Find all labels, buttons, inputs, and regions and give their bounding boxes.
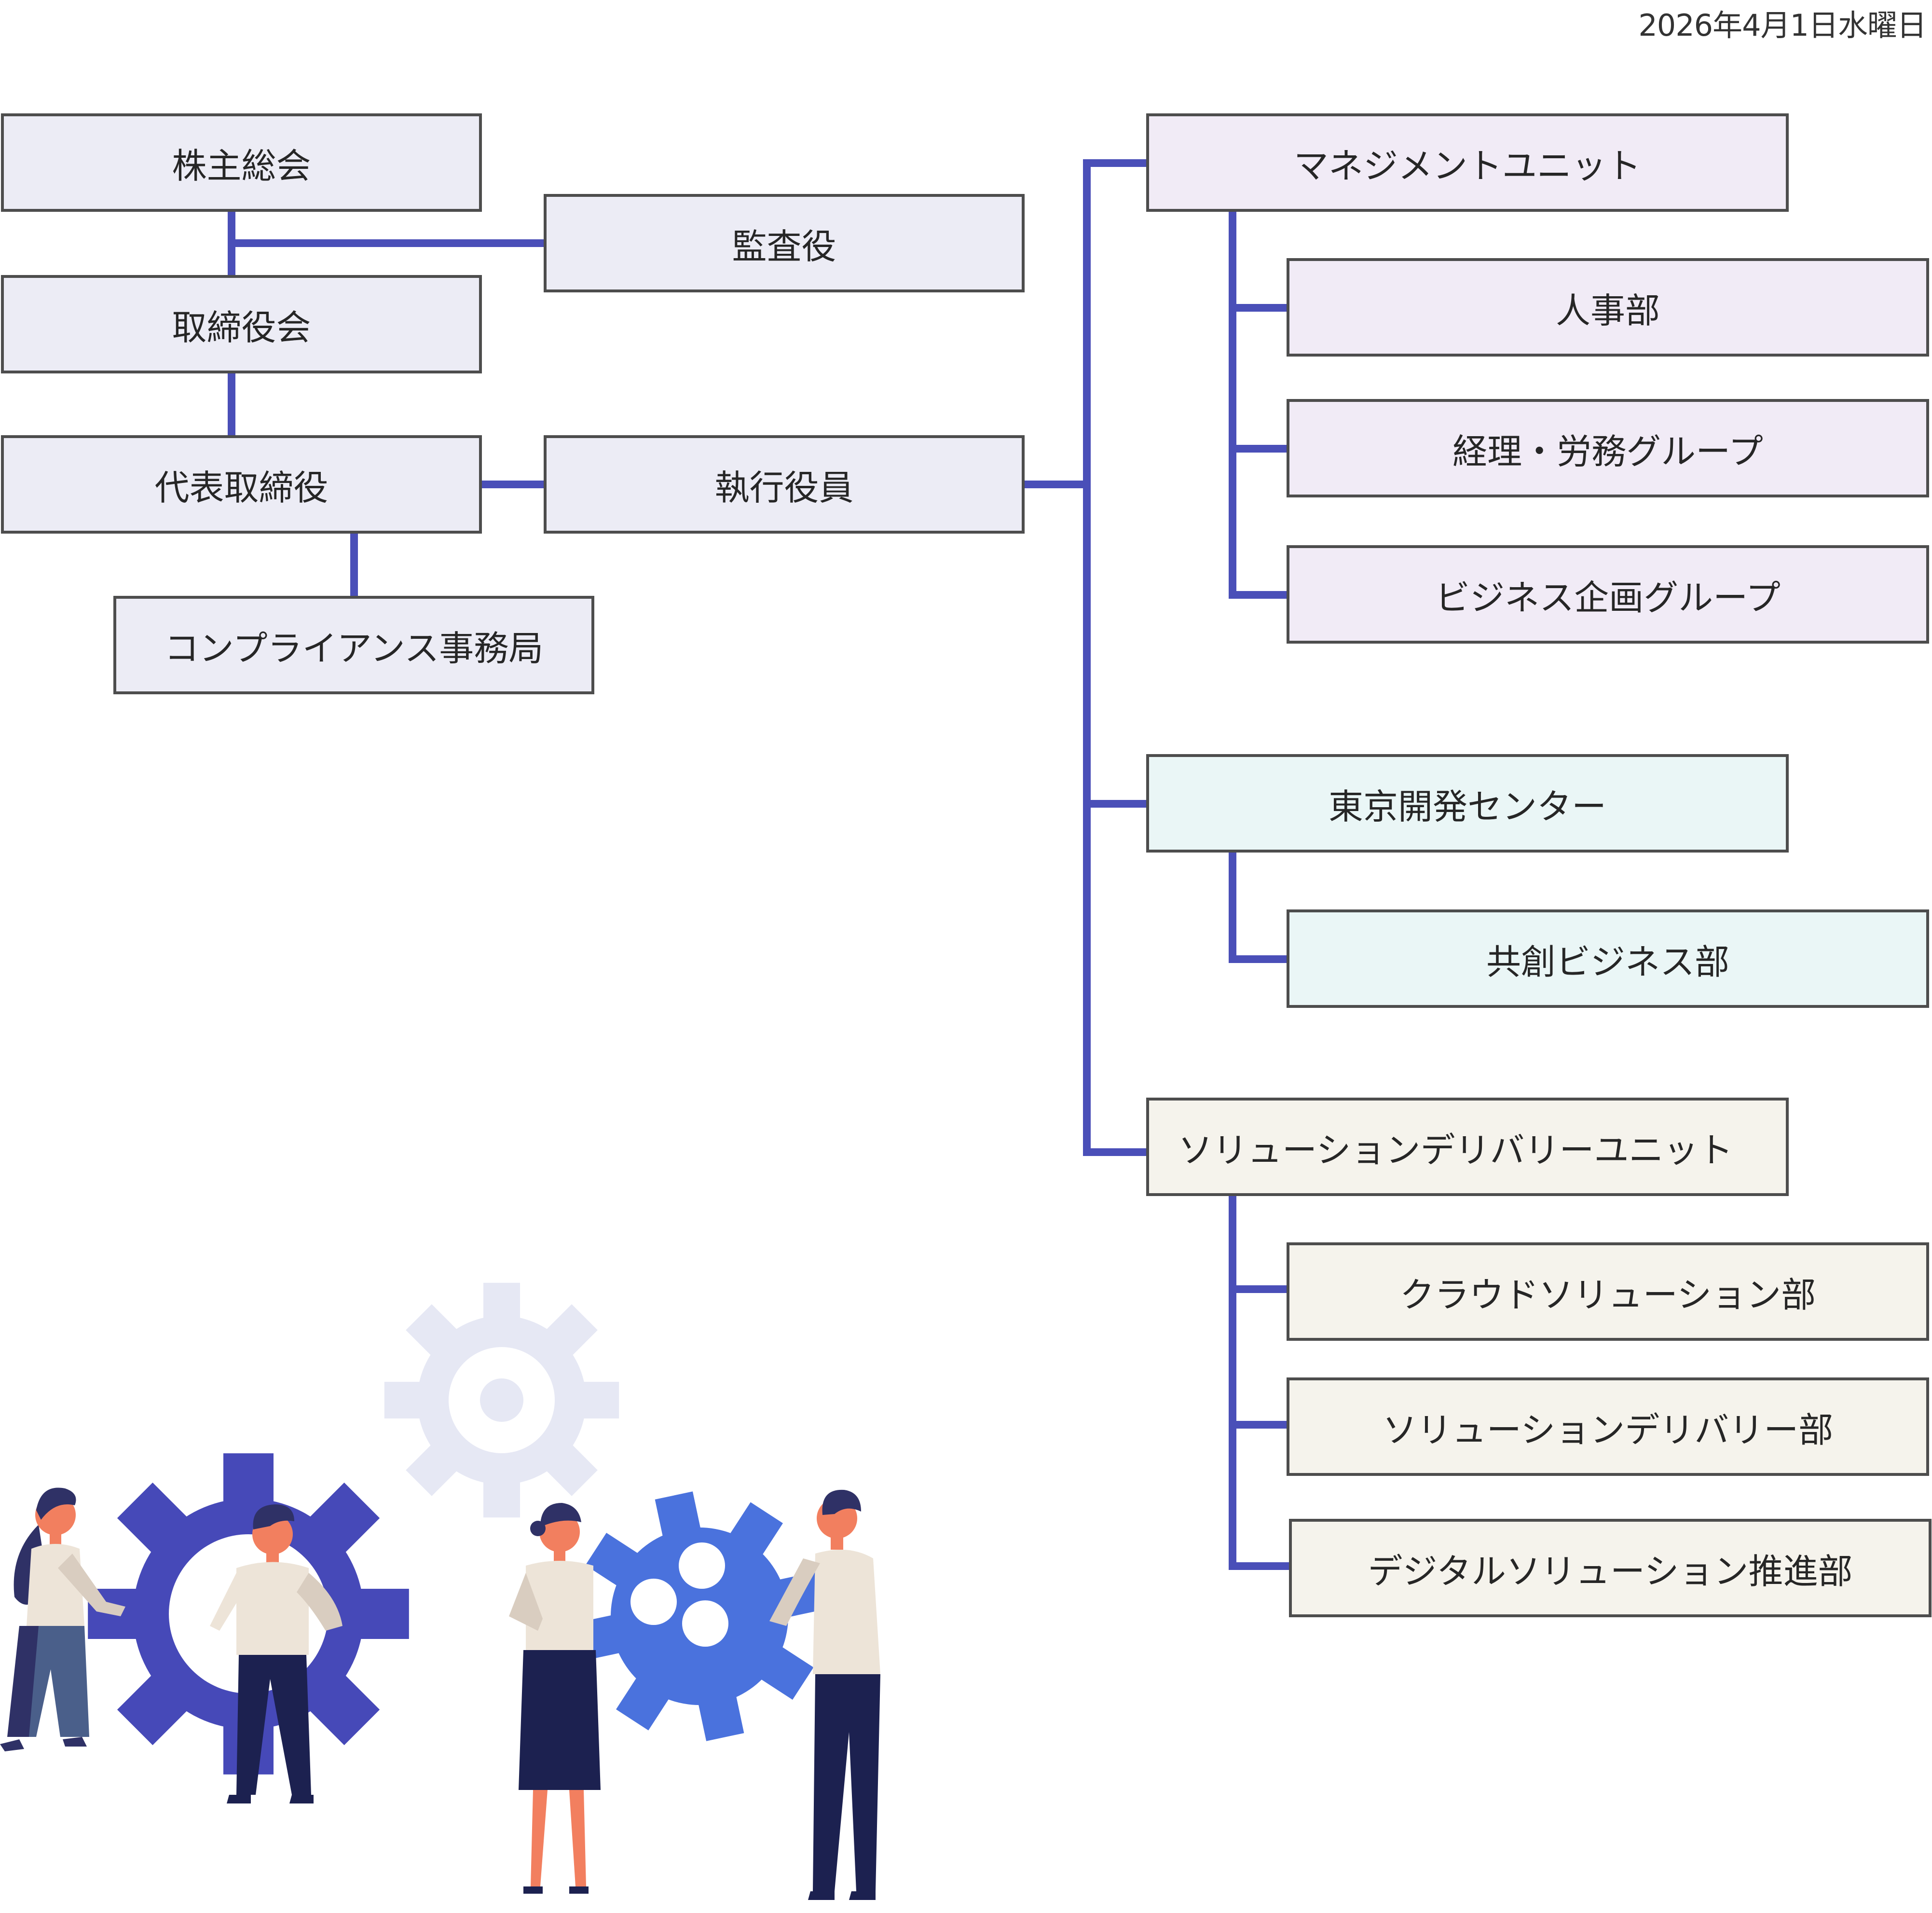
cloud-solution-dept-box: クラウドソリューション部: [1287, 1242, 1929, 1341]
business-planning-group-box: ビジネス企画グループ: [1287, 545, 1929, 644]
connector-line: [228, 372, 235, 437]
connector-line: [1229, 852, 1236, 963]
connector-line: [1229, 304, 1289, 312]
date-label: 2026年4月1日水曜日: [1638, 8, 1927, 43]
co-creation-business-dept-box: 共創ビジネス部: [1287, 909, 1929, 1008]
management-unit-box: マネジメントユニット: [1146, 113, 1789, 212]
auditor-box: 監査役: [544, 194, 1025, 292]
connector-line: [1229, 1195, 1236, 1569]
person-man-left: [210, 1504, 343, 1803]
hr-department-box: 人事部: [1287, 258, 1929, 357]
person-man-right: [769, 1489, 880, 1900]
connector-line: [228, 239, 545, 247]
connector-line: [480, 481, 545, 488]
accounting-labor-group-box: 経理・労務グループ: [1287, 399, 1929, 497]
tokyo-development-center-box: 東京開発センター: [1146, 754, 1789, 853]
team-gears-illustration: [0, 1282, 880, 1900]
connector-line: [1024, 481, 1089, 488]
digital-solution-promotion-dept-box: デジタルソリューション推進部: [1289, 1519, 1932, 1617]
person-woman-left: [0, 1487, 125, 1751]
connector-line: [1083, 1148, 1148, 1156]
connector-line: [1083, 800, 1148, 808]
connector-line: [1229, 1285, 1289, 1293]
connector-line: [1229, 211, 1236, 599]
connector-line: [1229, 591, 1289, 599]
executive-officers-box: 執行役員: [544, 435, 1025, 534]
connector-line: [1229, 445, 1289, 453]
solution-delivery-dept-box: ソリューションデリバリー部: [1287, 1377, 1929, 1476]
ceo-box: 代表取締役: [1, 435, 482, 534]
connector-line: [1229, 955, 1289, 963]
connector-line: [350, 533, 358, 598]
connector-line: [1083, 159, 1091, 1156]
shareholders-meeting-box: 株主総会: [1, 113, 482, 212]
connector-line: [1229, 1562, 1289, 1570]
person-woman-center: [509, 1503, 601, 1894]
connector-line: [1229, 1421, 1289, 1429]
board-of-directors-box: 取締役会: [1, 275, 482, 373]
connector-line: [1083, 159, 1148, 167]
compliance-office-box: コンプライアンス事務局: [113, 596, 594, 694]
solution-delivery-unit-box: ソリューションデリバリーユニット: [1146, 1098, 1789, 1196]
